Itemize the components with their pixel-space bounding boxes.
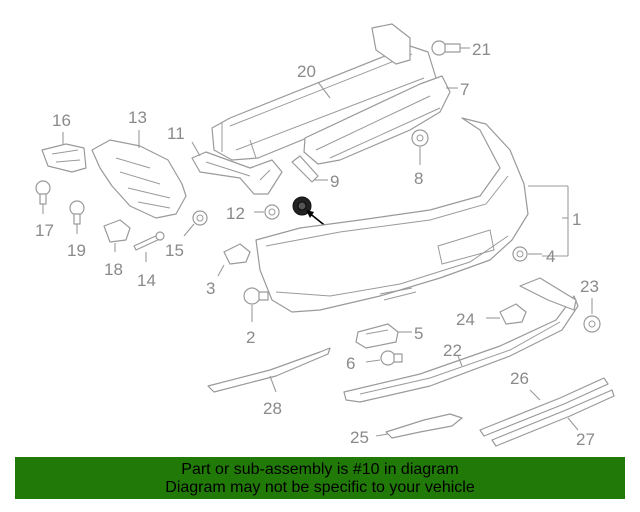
banner-line-2: Diagram may not be specific to your vehi… [165,479,475,496]
part-19-screw[interactable] [69,200,85,225]
callout-18: 18 [104,260,123,279]
callout-25: 25 [350,428,369,447]
part-15-nut[interactable] [192,210,208,226]
part-4-sensor[interactable] [512,246,528,262]
notice-banner: Part or sub-assembly is #10 in diagram D… [15,457,625,499]
callout-5: 5 [414,324,423,343]
callout-9: 9 [330,172,339,191]
part-25-reflector[interactable] [385,413,463,439]
part-28-trim-strip[interactable] [207,347,331,393]
callout-19: 19 [67,241,86,260]
callout-28: 28 [263,399,282,418]
part-12-nut[interactable] [264,204,280,220]
part-1-bumper-cover[interactable] [255,117,529,313]
part-11-bracket[interactable] [191,151,283,195]
part-13-side-bracket[interactable] [91,139,187,219]
banner-line-1: Part or sub-assembly is #10 in diagram [181,461,459,478]
callout-12: 12 [226,204,245,223]
callout-4: 4 [546,247,555,266]
callout-20: 20 [297,62,316,81]
part-3-clip[interactable] [223,243,251,265]
part-27-trim-strip[interactable] [491,389,615,447]
callout-24: 24 [456,310,475,329]
part-20-reinforcement-beam[interactable] [211,23,437,161]
callout-15: 15 [165,241,184,260]
callout-23: 23 [580,277,599,296]
part-6-screw[interactable] [380,350,403,366]
part-17-screw[interactable] [35,180,51,205]
part-8-clip[interactable] [411,129,429,147]
callout-13: 13 [128,108,147,127]
callout-26: 26 [510,369,529,388]
part-7-absorber[interactable] [303,75,451,165]
callout-2: 2 [246,328,255,347]
part-18-clip[interactable] [103,219,131,243]
part-26-trim-strip[interactable] [479,377,609,437]
part-9-retainer[interactable] [291,155,319,183]
part-2-screw[interactable] [243,287,269,305]
callout-17: 17 [35,221,54,240]
callout-3: 3 [206,279,215,298]
callout-1: 1 [572,210,581,229]
callout-6: 6 [346,354,355,373]
part-16-bracket[interactable] [41,143,87,173]
callout-16: 16 [52,111,71,130]
callout-8: 8 [414,169,423,188]
part-21-bolt[interactable] [431,40,461,56]
callout-7: 7 [460,80,469,99]
callout-22: 22 [443,341,462,360]
callout-14: 14 [137,271,156,290]
callout-27: 27 [576,430,595,449]
part-24-clip[interactable] [499,303,527,325]
callout-21: 21 [472,40,491,59]
callout-11: 11 [167,124,185,143]
part-14-pin[interactable] [133,231,165,251]
part-23-screw[interactable] [583,315,601,333]
part-22-valance[interactable] [343,277,579,403]
part-5-bracket[interactable] [355,323,399,349]
